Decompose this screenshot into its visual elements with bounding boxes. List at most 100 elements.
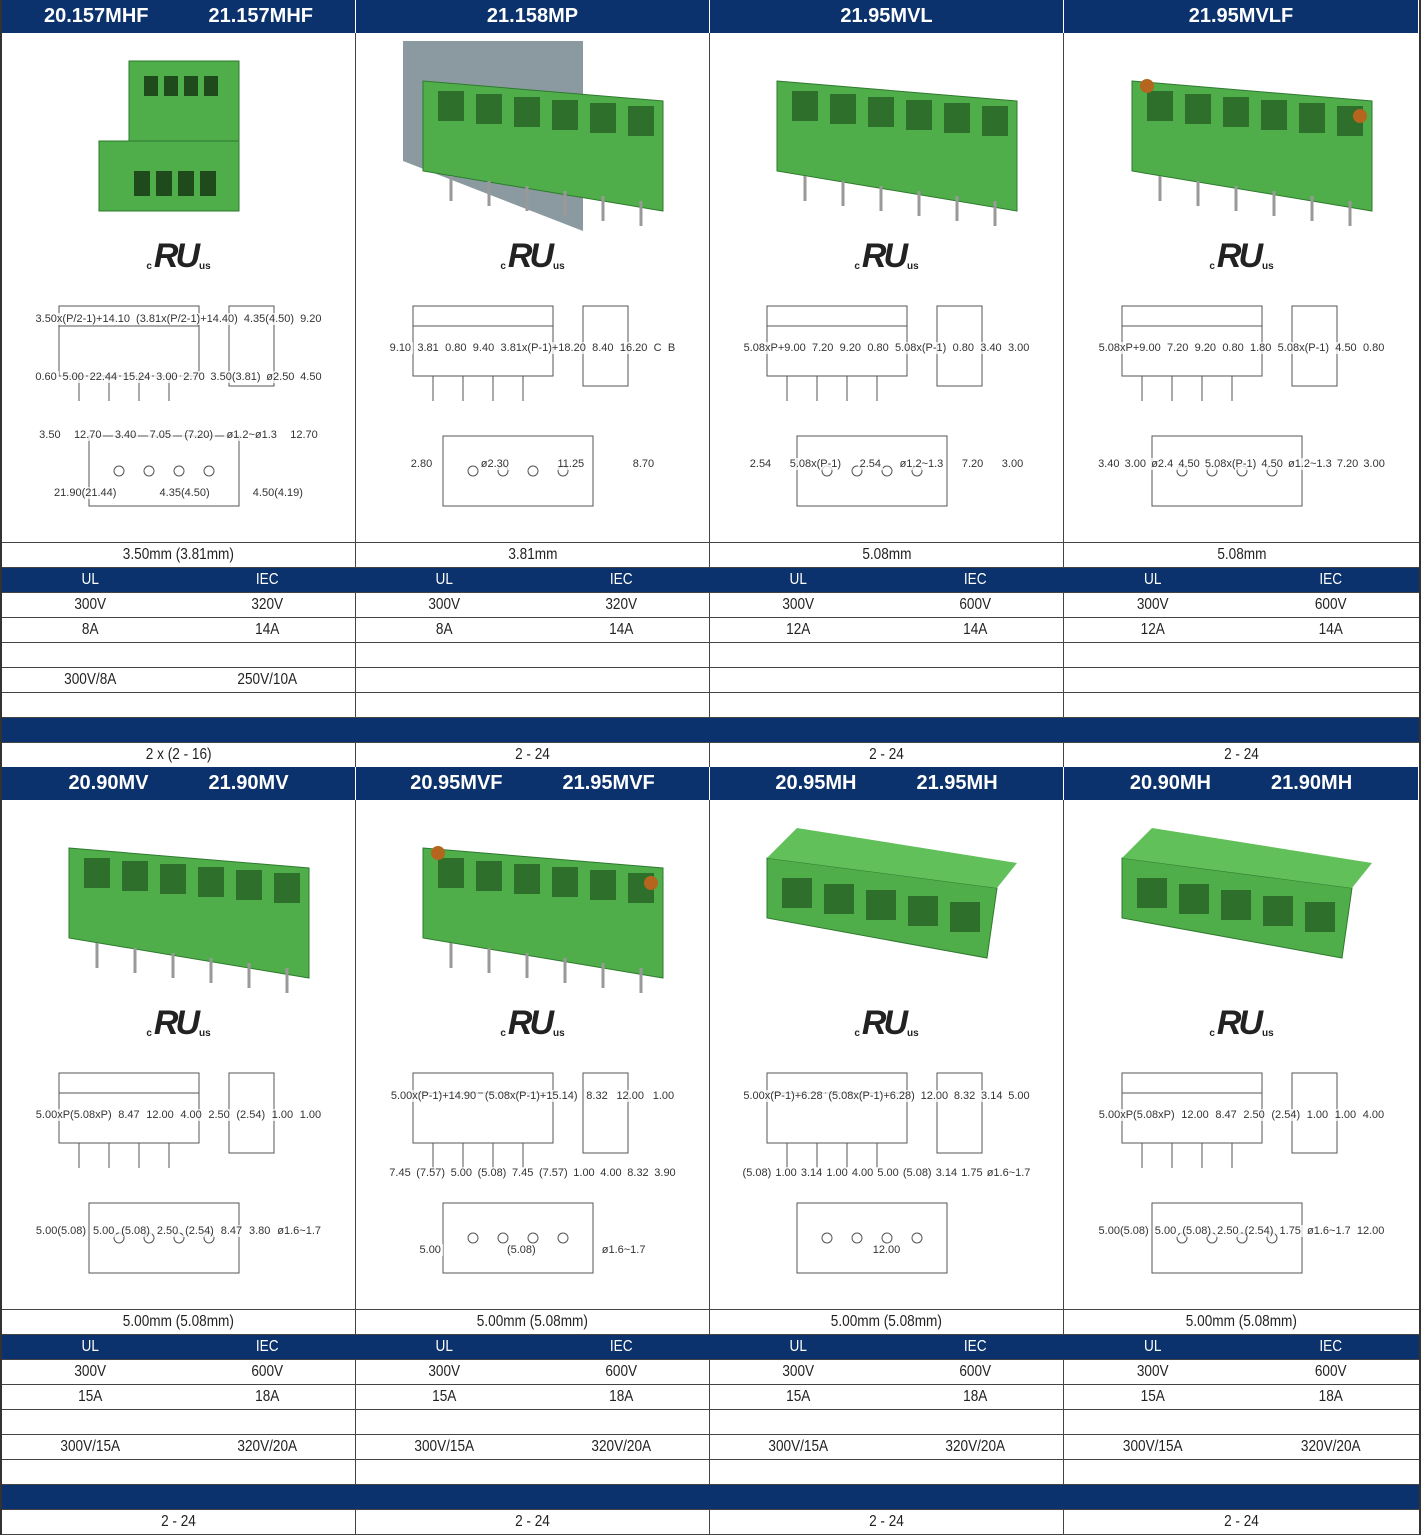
rated-current-iec: 14A bbox=[254, 621, 279, 638]
blank-cell bbox=[710, 1460, 1064, 1484]
dimension-label: 7.45 bbox=[387, 1166, 413, 1179]
model-number[interactable]: 21.95MVL bbox=[840, 5, 933, 27]
rated-voltage-cell: 300V 320V bbox=[2, 593, 356, 617]
rating-standard-ul: UL bbox=[81, 571, 99, 588]
dimension-label: 5.00 bbox=[448, 1166, 475, 1179]
dimension-label: 8.32 bbox=[584, 1089, 610, 1102]
rating-extra-cell bbox=[1064, 643, 1419, 667]
dimension-label: 1.00 bbox=[1332, 1109, 1359, 1121]
dimension-label: ø1.6~1.7 bbox=[1305, 1225, 1353, 1237]
dimension-label: (7.20) bbox=[182, 429, 216, 441]
rated-voltage-ul: 300V bbox=[782, 1363, 815, 1380]
dimension-label: 1.00 bbox=[824, 1166, 850, 1179]
dimension-label: 1.00 bbox=[269, 1109, 296, 1121]
blank-cell bbox=[356, 1460, 710, 1484]
model-number[interactable]: 21.95MVF bbox=[562, 772, 655, 794]
dimension-label: 3.00 bbox=[1361, 458, 1387, 470]
model-number[interactable]: 20.95MH bbox=[775, 772, 857, 794]
rating-combined-ul: 300V/15A bbox=[768, 1438, 829, 1455]
rating-extra-cell bbox=[710, 1410, 1064, 1434]
rated-voltage-iec: 600V bbox=[1314, 1363, 1347, 1380]
technical-drawing bbox=[58, 1072, 274, 1274]
dimension-label: (5.08) bbox=[119, 1225, 152, 1237]
dimension-label: 1.75 bbox=[1277, 1225, 1303, 1237]
rated-current-iec: 14A bbox=[962, 621, 987, 638]
model-number[interactable]: 20.95MVF bbox=[410, 772, 503, 794]
dimension-label: 7.20 bbox=[1334, 458, 1361, 470]
rating-combined-cell bbox=[356, 668, 710, 692]
pole-count-cell: 2 - 24 bbox=[2, 1510, 356, 1534]
rating-combined-ul: 300V/15A bbox=[1122, 1438, 1183, 1455]
rating-extra-cell bbox=[2, 643, 356, 667]
model-number[interactable]: 20.90MV bbox=[68, 772, 149, 794]
dimension-label: 8.40 bbox=[590, 342, 616, 354]
rated-voltage-iec: 320V bbox=[250, 596, 283, 613]
model-number[interactable]: 21.90MV bbox=[208, 772, 289, 794]
catalog-section-bottom: 20.90MV 21.90MV 20.95MVF 21.95MVF 20.95MH 21.… bbox=[0, 767, 1421, 1535]
rated-voltage-ul: 300V bbox=[74, 596, 107, 613]
dimension-label: 0.80 bbox=[1220, 342, 1246, 354]
section-divider-row bbox=[2, 718, 1419, 743]
model-number[interactable]: 21.95MH bbox=[916, 772, 998, 794]
rated-current-iec: 18A bbox=[254, 1388, 279, 1405]
rated-voltage-ul: 300V bbox=[1136, 596, 1169, 613]
rating-extra-cell bbox=[1064, 1410, 1419, 1434]
pitch: 3.50mm (3.81mm) bbox=[122, 546, 235, 563]
dimension-label: 5.08xP+9.00 bbox=[1096, 342, 1163, 354]
rating-combined-iec: 320V/20A bbox=[944, 1438, 1005, 1455]
rated-voltage-ul: 300V bbox=[1136, 1363, 1169, 1380]
pitch-cell: 5.00mm (5.08mm) bbox=[2, 1310, 356, 1334]
pole-count-cell: 2 - 24 bbox=[1064, 743, 1419, 767]
dimension-label: 5.00 bbox=[1006, 1089, 1032, 1102]
rating-combined-iec: 320V/20A bbox=[236, 1438, 297, 1455]
pitch-cell: 3.81mm bbox=[356, 543, 710, 567]
rating-extra-cell bbox=[710, 643, 1064, 667]
dimension-label: 15.24 bbox=[120, 371, 153, 383]
rated-current-iec: 14A bbox=[1318, 621, 1343, 638]
dimension-label: ø1.2~1.3 bbox=[1285, 458, 1334, 470]
model-number[interactable]: 21.95MVLF bbox=[1188, 5, 1294, 27]
dimension-label: 1.00 bbox=[773, 1166, 799, 1179]
model-number[interactable]: 21.158MP bbox=[486, 5, 579, 27]
dimension-label: 11.25 bbox=[555, 458, 587, 470]
model-number[interactable]: 21.157MHF bbox=[208, 5, 314, 27]
connector-photo bbox=[776, 80, 1017, 226]
dimension-label: 9.20 bbox=[1192, 342, 1219, 354]
model-number[interactable]: 20.90MH bbox=[1129, 772, 1211, 794]
dimension-label: (5.08) bbox=[1180, 1225, 1214, 1237]
model-number[interactable]: 20.157MHF bbox=[44, 5, 149, 27]
dimension-label: 4.00 bbox=[598, 1166, 624, 1179]
dimension-label: 0.60 bbox=[33, 371, 59, 383]
pitch: 5.08mm bbox=[1216, 546, 1267, 563]
dimension-label: 0.80 bbox=[1360, 342, 1387, 354]
blank-cell bbox=[356, 693, 710, 717]
pole-count: 2 - 24 bbox=[1224, 1513, 1259, 1530]
model-number[interactable]: 21.90MH bbox=[1271, 772, 1353, 794]
dimension-label: 16.20 bbox=[617, 342, 650, 354]
dimension-label: 1.00 bbox=[571, 1166, 597, 1179]
dimension-label: ø2.30 bbox=[478, 458, 511, 470]
dimension-label: ø1.6~1.7 bbox=[275, 1225, 324, 1237]
rating-standard-iec: IEC bbox=[609, 571, 633, 588]
catalog-section-top: 20.157MHF 21.157MHF 21.158MP 21.95MVL 21.95M… bbox=[0, 0, 1421, 768]
